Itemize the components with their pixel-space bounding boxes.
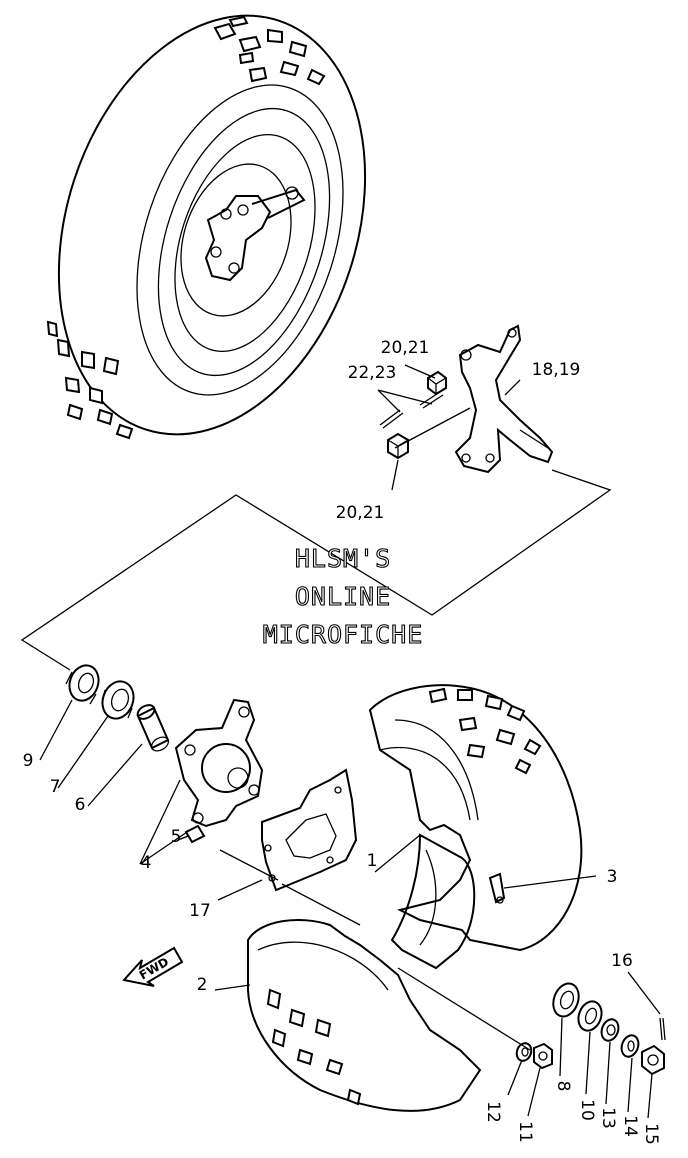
label-15: 15	[641, 1123, 661, 1145]
label-18-19: 18,19	[532, 360, 581, 380]
label-6: 6	[75, 795, 86, 815]
nut-11	[533, 1042, 553, 1070]
label-10: 10	[577, 1099, 597, 1121]
label-20-21-top: 20,21	[381, 338, 430, 358]
leader-7	[57, 715, 109, 789]
leader-14	[627, 1057, 633, 1113]
leader-12	[507, 1059, 523, 1096]
label-4: 4	[141, 853, 152, 873]
knuckle-axis-line	[394, 407, 471, 449]
leader-6	[87, 743, 143, 807]
tire-lower-half-2	[247, 919, 482, 1112]
leader-18-19	[504, 379, 521, 396]
label-13: 13	[598, 1107, 618, 1129]
leader-15	[647, 1073, 653, 1119]
axle-nut-15	[641, 1044, 665, 1076]
assembly-bracket	[20, 469, 612, 671]
tire-upper-half-1	[368, 684, 583, 952]
label-7: 7	[50, 777, 61, 797]
leader-20-21-top	[404, 364, 436, 379]
cotter-pin-16	[659, 1017, 666, 1041]
cotter-pins	[379, 391, 444, 429]
oil-seal-9	[65, 664, 100, 705]
label-16: 16	[611, 951, 633, 971]
leader-2	[214, 984, 251, 991]
leader-22-23	[377, 389, 433, 413]
brake-disc-17	[261, 768, 358, 892]
watermark-line-1: HLSM'S	[295, 544, 391, 573]
knuckle-nut-top	[427, 370, 447, 396]
valve-stem-3	[488, 872, 506, 904]
leader-13	[605, 1041, 611, 1105]
wheel-hub-mounted	[204, 186, 306, 282]
washer-12	[515, 1042, 533, 1062]
leader-5	[177, 835, 189, 841]
rim-inner	[390, 833, 476, 970]
watermark-line-2: ONLINE	[295, 582, 391, 611]
label-9: 9	[23, 751, 34, 771]
steering-knuckle	[454, 324, 554, 474]
seal-10	[577, 1000, 603, 1032]
assembled-wheel	[46, 14, 367, 440]
plate-alignment-line	[281, 883, 361, 926]
leader-11	[527, 1067, 541, 1117]
label-14: 14	[620, 1115, 640, 1137]
leader-8	[559, 1017, 563, 1077]
bearing-8	[552, 982, 580, 1018]
label-1: 1	[367, 851, 378, 871]
label-11: 11	[515, 1121, 535, 1143]
leader-4	[139, 779, 191, 865]
label-2: 2	[197, 975, 208, 995]
label-3: 3	[607, 867, 618, 887]
leader-3	[503, 875, 597, 889]
bearing-7	[101, 680, 135, 720]
label-17: 17	[189, 901, 211, 921]
leader-9	[39, 699, 73, 761]
label-5: 5	[171, 827, 182, 847]
leader-20-21-bottom	[391, 459, 399, 491]
hub-stud-5	[184, 824, 206, 844]
leader-16	[627, 971, 661, 1015]
leader-17	[217, 879, 263, 901]
leader-10	[585, 1031, 591, 1095]
label-12: 12	[483, 1101, 503, 1123]
label-20-21-bottom: 20,21	[336, 503, 385, 523]
leader-1	[374, 834, 421, 873]
hub-alignment-line	[219, 849, 279, 881]
collar-13	[600, 1018, 620, 1042]
washer-14	[620, 1034, 640, 1058]
wheel-alignment-line	[397, 967, 531, 1051]
fwd-arrow-icon: FWD	[122, 946, 184, 987]
wheel-hub-4	[174, 698, 264, 828]
watermark-line-3: MICROFICHE	[263, 620, 424, 649]
label-8: 8	[553, 1081, 573, 1092]
label-22-23: 22,23	[348, 363, 397, 383]
spacer-6	[136, 704, 170, 752]
